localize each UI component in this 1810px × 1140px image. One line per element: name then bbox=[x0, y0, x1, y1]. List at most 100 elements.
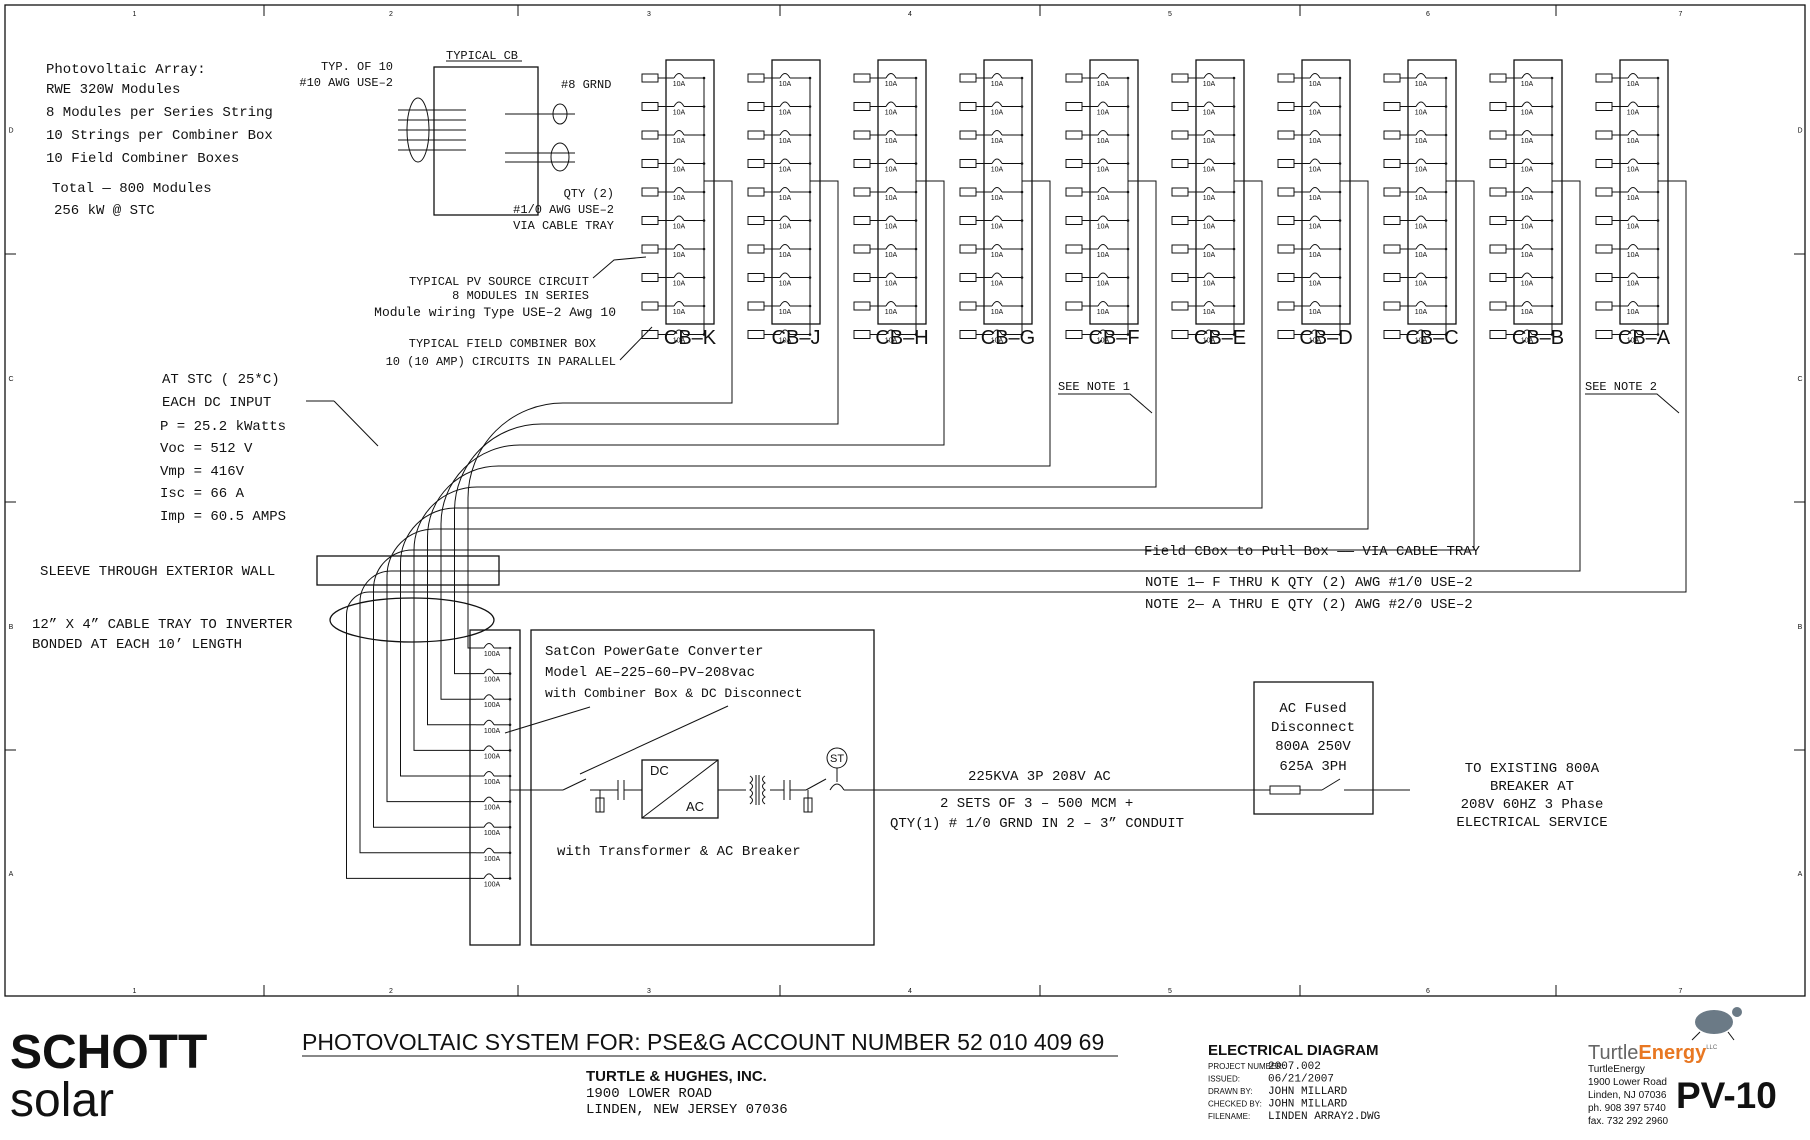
fuse-rating: 10A bbox=[1309, 224, 1322, 231]
note-2-text: NOTE 2— A THRU E QTY (2) AWG #2/0 USE–2 bbox=[1145, 597, 1473, 613]
pv-string-input bbox=[1065, 102, 1083, 111]
fuse-symbol bbox=[779, 158, 791, 164]
fuse-symbol bbox=[1203, 158, 1215, 164]
input-fuse-rating: 100A bbox=[484, 881, 501, 888]
pv-string-input bbox=[1277, 244, 1295, 254]
ac-run-line-1: 2 SETS OF 3 – 500 MCM + bbox=[940, 796, 1133, 812]
fuse-rating: 10A bbox=[1521, 195, 1534, 202]
fuse-symbol bbox=[1415, 130, 1427, 136]
fuse-rating: 10A bbox=[1203, 252, 1216, 259]
pv-string-input bbox=[853, 301, 871, 311]
fuse-symbol bbox=[1521, 101, 1533, 107]
home-run bbox=[454, 180, 839, 675]
combiner-label: CB–B bbox=[1512, 327, 1564, 349]
existing-line-1: TO EXISTING 800A bbox=[1465, 761, 1600, 777]
fuse-rating: 10A bbox=[673, 138, 686, 145]
fuse-rating: 10A bbox=[1309, 309, 1322, 316]
fuse-symbol bbox=[779, 130, 791, 136]
pv-string-input bbox=[959, 159, 977, 168]
fuse-symbol bbox=[1309, 329, 1321, 335]
fuse-rating: 10A bbox=[779, 309, 792, 316]
pv-string-input bbox=[1065, 216, 1083, 225]
fuse-symbol bbox=[991, 301, 1003, 307]
fuse-symbol bbox=[885, 73, 897, 79]
tb-field-label: ISSUED: bbox=[1208, 1075, 1240, 1084]
fuse-symbol bbox=[1627, 158, 1639, 164]
company-line-4: ph. 908 397 5740 bbox=[1588, 1103, 1666, 1114]
array-line-7: 256 kW @ STC bbox=[54, 203, 155, 219]
fuse-rating: 10A bbox=[1097, 81, 1110, 88]
pv-string-input bbox=[747, 187, 765, 197]
home-run bbox=[467, 180, 733, 649]
pv-string-input bbox=[1595, 244, 1613, 254]
fuse-rating: 10A bbox=[1521, 338, 1534, 345]
fuse-rating: 10A bbox=[1203, 195, 1216, 202]
fuse-rating: 10A bbox=[1415, 81, 1428, 88]
pv-string-input bbox=[1595, 187, 1613, 197]
fuse-symbol bbox=[1309, 73, 1321, 79]
awg-10: #10 AWG USE–2 bbox=[299, 76, 393, 90]
pv-string-input bbox=[1383, 187, 1401, 197]
pv-string-input bbox=[641, 216, 659, 225]
fuse-symbol bbox=[1097, 187, 1109, 193]
ac-fuse bbox=[1269, 785, 1301, 795]
fuse-rating: 10A bbox=[991, 338, 1004, 345]
acd-line-3: 800A 250V bbox=[1275, 739, 1351, 755]
fuse-rating: 10A bbox=[1521, 224, 1534, 231]
pv-string-input bbox=[1595, 330, 1613, 339]
fuse-symbol bbox=[885, 272, 897, 278]
fuse-symbol bbox=[991, 73, 1003, 79]
fuse-symbol bbox=[885, 244, 897, 250]
pv-string-input bbox=[853, 216, 871, 225]
grid-col-label: 2 bbox=[389, 11, 393, 18]
fuse-symbol bbox=[1309, 272, 1321, 278]
fuse-rating: 10A bbox=[1203, 138, 1216, 145]
fuse-rating: 10A bbox=[885, 338, 898, 345]
fuse-symbol bbox=[1309, 101, 1321, 107]
pv-string-input bbox=[1277, 273, 1295, 282]
pv-string-input bbox=[1489, 187, 1507, 197]
tb-field-value: JOHN MILLARD bbox=[1268, 1099, 1348, 1111]
grid-col-label: 6 bbox=[1426, 988, 1430, 995]
fuse-symbol bbox=[1203, 101, 1215, 107]
tb-field-label: PROJECT NUMBER: bbox=[1208, 1062, 1284, 1071]
fuse-rating: 10A bbox=[1415, 281, 1428, 288]
stc-line-6: Isc = 66 A bbox=[160, 486, 245, 502]
pv-string-input bbox=[641, 187, 659, 197]
fuse-symbol bbox=[1521, 244, 1533, 250]
existing-line-3: 208V 60HZ 3 Phase bbox=[1461, 797, 1604, 813]
converter-line-3: with Combiner Box & DC Disconnect bbox=[545, 686, 802, 701]
company-line-5: fax. 732 292 2960 bbox=[1588, 1116, 1669, 1127]
tb-field-value: 06/21/2007 bbox=[1268, 1074, 1334, 1086]
fuse-rating: 10A bbox=[1415, 338, 1428, 345]
fuse-rating: 10A bbox=[991, 252, 1004, 259]
pv-string-input bbox=[1277, 159, 1295, 168]
title-block: SCHOTT solar PHOTOVOLTAIC SYSTEM FOR: PS… bbox=[10, 1007, 1777, 1127]
home-run bbox=[400, 180, 1263, 777]
fuse-symbol bbox=[1097, 158, 1109, 164]
tb-field-value: JOHN MILLARD bbox=[1268, 1086, 1348, 1098]
fuse-symbol bbox=[1097, 101, 1109, 107]
dc-label: DC bbox=[650, 763, 669, 778]
fuse-symbol bbox=[1309, 215, 1321, 221]
fuse-rating: 10A bbox=[1521, 281, 1534, 288]
fuse-symbol bbox=[1203, 272, 1215, 278]
input-fuse-rating: 100A bbox=[484, 753, 501, 760]
pv-string-input bbox=[853, 159, 871, 168]
pv-string-input bbox=[641, 102, 659, 111]
cable-tray-line-2: BONDED AT EACH 10’ LENGTH bbox=[32, 637, 242, 653]
pv-string-input bbox=[1383, 330, 1401, 339]
input-fuse bbox=[483, 822, 495, 828]
fuse-symbol bbox=[885, 215, 897, 221]
fuse-rating: 10A bbox=[991, 167, 1004, 174]
fuse-rating: 10A bbox=[1203, 309, 1216, 316]
pv-string-input bbox=[641, 244, 659, 254]
pv-string-input bbox=[1489, 159, 1507, 168]
acd-line-4: 625A 3PH bbox=[1279, 759, 1346, 775]
pv-string-input bbox=[1489, 130, 1507, 140]
grid-row-label: C bbox=[1797, 376, 1802, 383]
fuse-rating: 10A bbox=[1521, 252, 1534, 259]
sheet-number: PV-10 bbox=[1676, 1075, 1777, 1116]
